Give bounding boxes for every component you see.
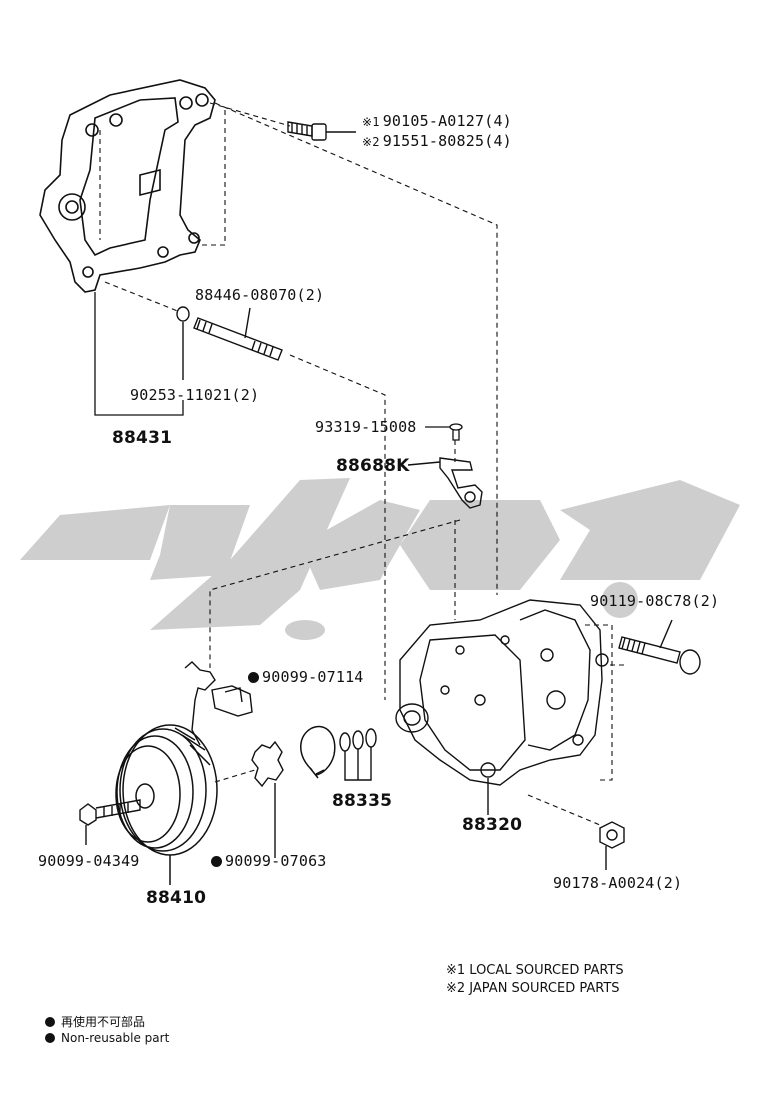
nut-90178-drawing (599, 821, 625, 870)
label-bracket: 88431 (112, 428, 173, 448)
label-clutch: 88410 (146, 888, 207, 908)
part-number-clutch-ring: 90099-07063 (225, 852, 327, 870)
part-number-snap-ring: 90099-07114 (262, 668, 364, 686)
label-bolt-long: 90119-08C78(2) (590, 592, 720, 610)
stud-88446-drawing (193, 307, 283, 361)
non-reusable-dot (211, 856, 222, 867)
bolt-90105-drawing (287, 121, 356, 141)
part-number-91551: 91551-80825(4) (382, 132, 512, 150)
label-nut: 90178-A0024(2) (553, 874, 683, 892)
label-stud: 88446-08070(2) (195, 286, 325, 304)
part-number-90105: 90105-A0127(4) (382, 112, 512, 130)
note-local-sourced: ※1 LOCAL SOURCED PARTS (446, 963, 624, 978)
label-washer: 90253-11021(2) (130, 386, 260, 404)
legend-jp: 再使用不可部品 (45, 1013, 145, 1030)
washer-90253-drawing (176, 306, 190, 380)
legend-dot (45, 1017, 55, 1027)
watermark-logo (20, 478, 740, 640)
label-clutch-bolt: 90099-04349 (38, 852, 140, 870)
mark-japan: ※2 (362, 135, 380, 149)
clutch-ring-90099-07063-drawing (251, 740, 284, 858)
compressor-88320-drawing (395, 599, 609, 815)
shims-88335-drawing (339, 728, 377, 781)
label-clutch-ring: 90099-07063 (211, 852, 327, 870)
label-compressor: 88320 (462, 815, 523, 835)
bracket-88431-drawing (39, 79, 216, 293)
dashed-alignment-lines (99, 102, 625, 826)
legend-en: Non-reusable part (45, 1031, 169, 1045)
clamp-88688K-drawing (407, 457, 483, 509)
label-clamp: 88688K (336, 456, 410, 476)
clutch-bolt-90099-04349-drawing (79, 799, 141, 845)
snap-ring-90099-07114-drawing (300, 725, 336, 779)
legend-dot (45, 1033, 55, 1043)
bolt-90119-drawing (618, 619, 701, 675)
legend-jp-text: 再使用不可部品 (61, 1015, 146, 1029)
mark-local: ※1 (362, 115, 380, 129)
legend-en-text: Non-reusable part (61, 1031, 170, 1045)
connector-wire-drawing (184, 661, 253, 746)
screw-93319-drawing (425, 423, 463, 441)
clutch-pulley-88410-drawing (115, 724, 218, 885)
label-snap-ring: 90099-07114 (248, 668, 364, 686)
label-shims: 88335 (332, 791, 393, 811)
bracket-leader (94, 292, 184, 416)
note-japan-sourced: ※2 JAPAN SOURCED PARTS (446, 981, 620, 996)
label-screw: 93319-15008 (315, 418, 417, 436)
non-reusable-dot (248, 672, 259, 683)
